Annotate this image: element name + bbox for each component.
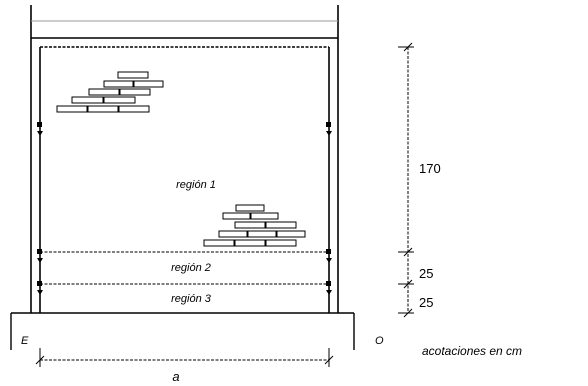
brick <box>71 96 104 104</box>
region-2-label: región 2 <box>171 262 211 274</box>
brick <box>56 105 88 113</box>
brick <box>87 105 119 113</box>
region-3-label: región 3 <box>171 293 212 305</box>
brick <box>265 221 297 229</box>
ground-line <box>10 312 355 350</box>
ground-left-label: E <box>21 335 29 347</box>
ground-right-label: O <box>375 335 384 347</box>
brick <box>235 204 265 212</box>
brick <box>117 71 149 79</box>
brick <box>118 105 150 113</box>
brick <box>247 230 277 238</box>
vertical-dimension-chain <box>398 42 414 318</box>
brick <box>103 80 134 88</box>
region-3-height-label: 25 <box>419 295 433 310</box>
region-dividers <box>40 251 329 285</box>
brick <box>250 212 279 220</box>
region-1-height-label: 170 <box>419 161 441 176</box>
brick <box>234 221 266 229</box>
width-label: a <box>172 369 179 384</box>
brick <box>276 230 306 238</box>
brick <box>222 212 251 220</box>
brick <box>103 96 136 104</box>
brick <box>119 88 151 96</box>
inner-frame <box>39 46 330 313</box>
brick <box>203 239 235 247</box>
region-1-label: región 1 <box>176 179 216 191</box>
width-dimension <box>35 348 334 367</box>
brick-pile-upper <box>56 71 164 113</box>
brick <box>133 80 164 88</box>
units-note: acotaciones en cm <box>422 344 522 358</box>
brick <box>234 239 266 247</box>
brick <box>218 230 248 238</box>
brick <box>265 239 297 247</box>
brick-pile-lower <box>203 204 306 247</box>
arrow-markers <box>37 131 332 295</box>
region-2-height-label: 25 <box>419 266 433 281</box>
outer-frame <box>30 5 339 313</box>
node-markers <box>37 122 331 286</box>
brick <box>88 88 120 96</box>
